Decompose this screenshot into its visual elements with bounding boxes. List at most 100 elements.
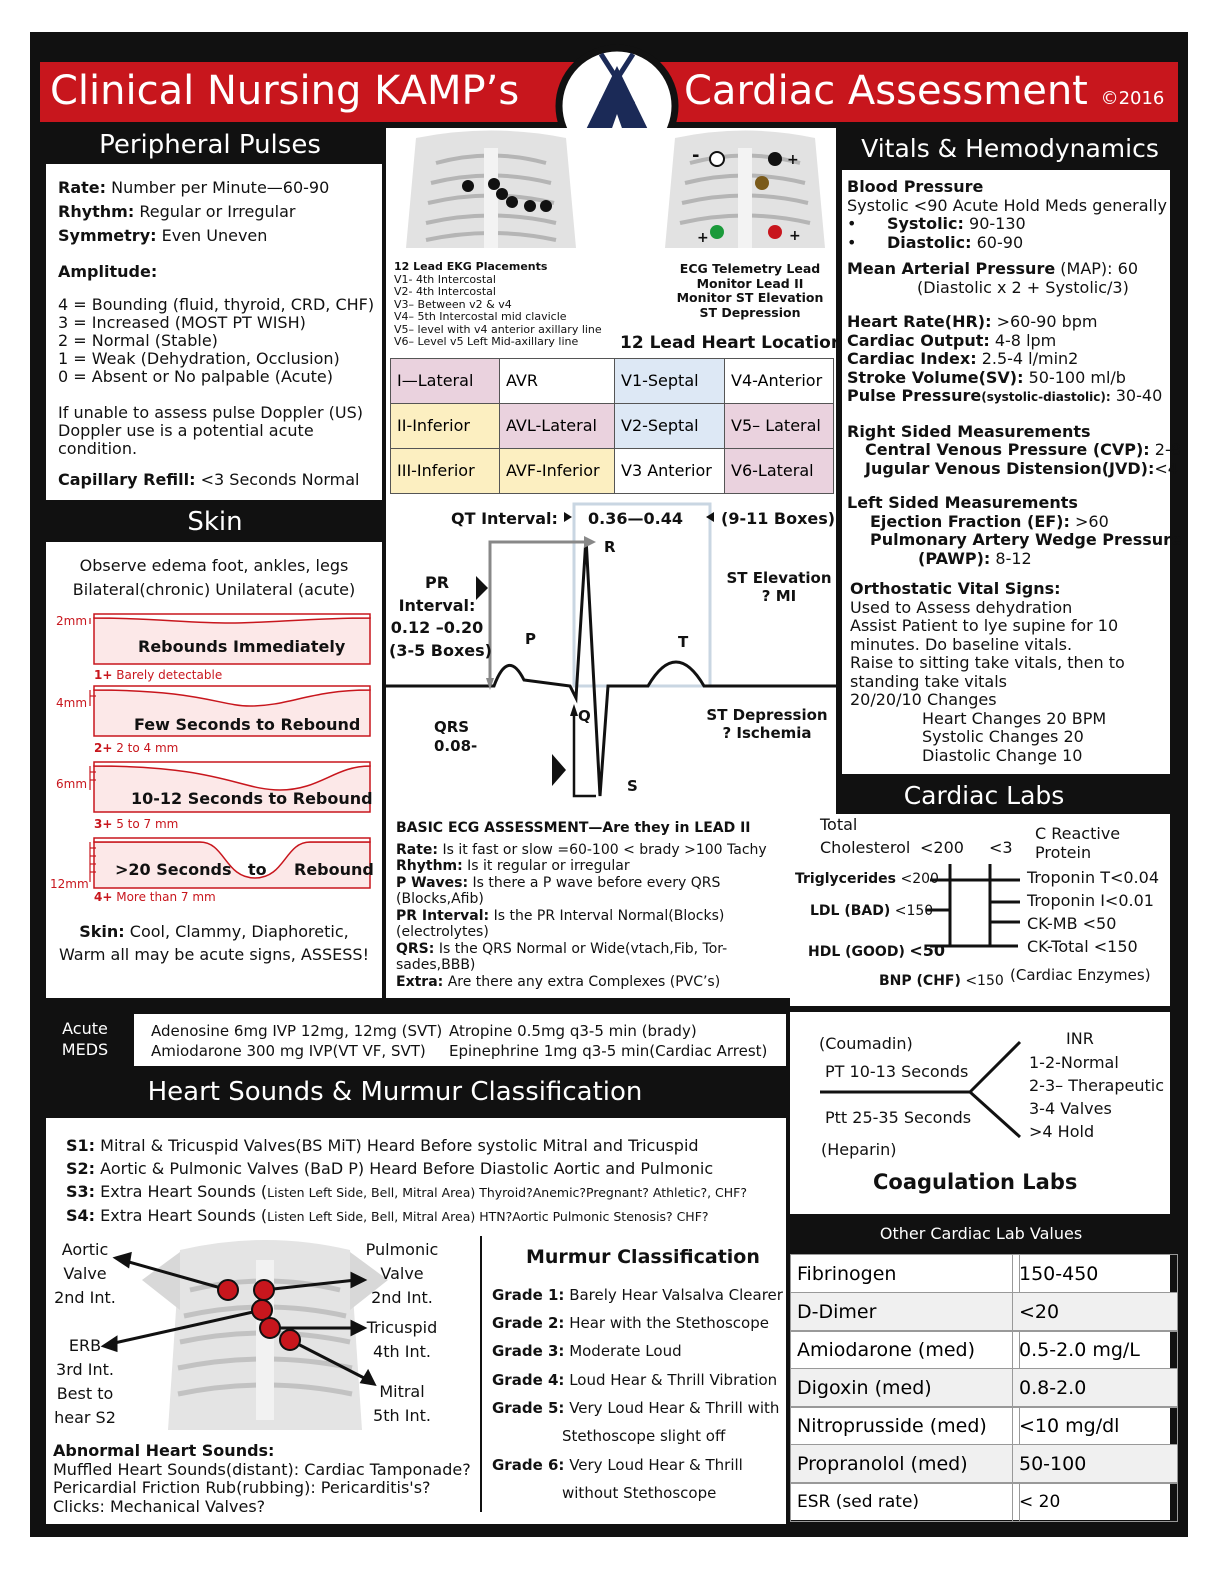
lead-avl: AVL-Lateral bbox=[499, 403, 615, 449]
lead-v3: V3 Anterior bbox=[614, 448, 725, 494]
ortho-2: Assist Patient to lye supine for 10 bbox=[850, 616, 1119, 635]
ortho-5: standing take vitals bbox=[850, 671, 1008, 691]
erb-2: 3rd Int. bbox=[56, 1360, 114, 1379]
pawp-label: Pulmonary Artery Wedge Pressure bbox=[870, 530, 1182, 549]
grade-4-label: Grade 4: bbox=[492, 1371, 565, 1389]
pulses-panel bbox=[46, 164, 382, 500]
st-depression-1: ST Depression bbox=[706, 706, 828, 724]
grade-6-label: Grade 6: bbox=[492, 1456, 565, 1474]
edema-grade-4: 4+ More than 7 mm bbox=[94, 890, 216, 904]
med-adenosine: Adenosine 6mg IVP 12mg, 12mg (SVT) bbox=[151, 1022, 443, 1040]
ddimer-label: D-Dimer bbox=[790, 1292, 1020, 1332]
murmur-divider bbox=[480, 1236, 482, 1512]
edema-mm-2: 2mm bbox=[56, 614, 88, 628]
placements-block: 12 Lead EKG Placements V1- 4th Intercost… bbox=[394, 260, 602, 349]
tricuspid-1: Tricuspid bbox=[366, 1318, 438, 1337]
placement-v2: V2- 4th Intercostal bbox=[394, 285, 496, 298]
edema-mm-12: 12mm bbox=[50, 877, 89, 891]
pp-value: 30-40 bbox=[1115, 386, 1163, 405]
ldl-label: LDL (BAD) bbox=[810, 903, 891, 919]
pr-line-2: Interval: bbox=[398, 595, 476, 615]
nitroprusside-label: Nitroprusside (med) bbox=[790, 1406, 1020, 1446]
edema-grade-4-value: 4+ bbox=[94, 890, 113, 904]
bnp-value: <150 bbox=[965, 973, 1004, 989]
edema-label-2: Few Seconds to Rebound bbox=[134, 715, 361, 734]
labs-heading: Cardiac Labs bbox=[903, 781, 1065, 810]
erb-1: ERB bbox=[68, 1336, 102, 1355]
amplitude-4: 4 = Bounding (fluid, thyroid, CRD, CHF) bbox=[58, 295, 375, 314]
sounds-heading: Heart Sounds & Murmur Classification bbox=[147, 1077, 643, 1107]
ortho-4: Raise to sitting take vitals, then to bbox=[850, 653, 1125, 672]
map-formula: (Diastolic x 2 + Systolic/3) bbox=[917, 277, 1129, 297]
inr-hold: >4 Hold bbox=[1029, 1122, 1095, 1141]
qrs-line-1: QRS bbox=[434, 718, 470, 736]
edema-grade-3-value: 3+ bbox=[94, 817, 113, 831]
digoxin-label: Digoxin (med) bbox=[790, 1368, 1020, 1408]
lead-grid: I—Lateral AVR V1-Septal V4-Anterior II-I… bbox=[390, 358, 834, 494]
mitral-label: Mitral 5th Int. bbox=[362, 1380, 442, 1428]
trop-i: Troponin I<0.01 bbox=[1027, 891, 1154, 910]
total-chol-2: Cholesterol bbox=[820, 838, 911, 857]
st-elevation-1: ST Elevation bbox=[726, 569, 832, 587]
wave-s: S bbox=[627, 777, 638, 795]
tele-plus-2: + bbox=[697, 230, 709, 246]
tele-plus-1: + bbox=[787, 152, 799, 168]
ci-value: 2.5-4 l/min2 bbox=[981, 349, 1079, 368]
amiodarone-label: Amiodarone (med) bbox=[790, 1330, 1020, 1370]
change-systolic: Systolic Changes 20 bbox=[922, 727, 1084, 746]
s4-small: Listen Left Side, Bell, Mitral Area) HTN… bbox=[267, 1209, 709, 1224]
pp-label: Pulse Pressure bbox=[847, 386, 982, 405]
med-amiodarone: Amiodarone 300 mg IVP(VT VF, SVT) bbox=[151, 1042, 426, 1060]
erb-label: ERB 3rd Int. Best to hear S2 bbox=[52, 1334, 118, 1430]
edema-grade-3: 3+ 5 to 7 mm bbox=[94, 817, 178, 831]
edema-label-4a: >20 Seconds bbox=[115, 860, 232, 879]
s4-label: S4: bbox=[66, 1206, 96, 1225]
meds-col-2: Atropine 0.5mg q3-5 min (brady) Epinephr… bbox=[449, 1021, 767, 1061]
tricuspid-2: 4th Int. bbox=[373, 1342, 431, 1361]
edema-grade-2: 2+ 2 to 4 mm bbox=[94, 741, 178, 755]
tele-line-3: Monitor ST Elevation bbox=[676, 290, 824, 305]
ci-label: Cardiac Index: bbox=[847, 349, 977, 368]
pawp-label-2: (PAWP): bbox=[918, 548, 991, 568]
wave-q: Q bbox=[578, 707, 591, 725]
basic-qrs-2: sades,BBB) bbox=[396, 957, 476, 973]
pulmonic-label: Pulmonic Valve 2nd Int. bbox=[362, 1238, 442, 1310]
placements-title: 12 Lead EKG Placements bbox=[394, 260, 548, 273]
basic-pwaves-label: P Waves: bbox=[396, 874, 469, 891]
inr-values: 1-2-Normal 2-3– Therapeutic 3-4 Valves >… bbox=[1029, 1051, 1164, 1143]
st-depression: ST Depression ? Ischemia bbox=[706, 706, 828, 742]
meds-label-1: Acute bbox=[62, 1019, 108, 1038]
s2-label: S2: bbox=[66, 1159, 96, 1178]
sv-label: Stroke Volume(SV): bbox=[847, 367, 1024, 387]
change-heart: Heart Changes 20 BPM bbox=[922, 708, 1107, 728]
skin-signs-text-2: Warm all may be acute signs, ASSESS! bbox=[58, 945, 369, 964]
edema-scale-graphic bbox=[89, 613, 371, 889]
lead-v4: V4-Anterior bbox=[724, 358, 834, 404]
mitral-2: 5th Int. bbox=[373, 1406, 431, 1425]
meds-label: Acute MEDS bbox=[42, 1018, 128, 1060]
basic-extra-label: Extra: bbox=[396, 973, 444, 990]
tele-line-4: ST Depression bbox=[699, 304, 801, 320]
coag-title: Coagulation Labs bbox=[873, 1170, 1078, 1194]
chol-value: <200 bbox=[920, 838, 964, 857]
trop-t: Troponin T<0.04 bbox=[1027, 868, 1159, 887]
basic-rate: Is it fast or slow =60-100 < brady >100 … bbox=[442, 841, 767, 858]
abnormal-3: Clicks: Mechanical Valves? bbox=[53, 1496, 266, 1516]
fishbone-diagram bbox=[926, 864, 1020, 948]
meds-label-2: MEDS bbox=[61, 1040, 109, 1059]
other-heading: Other Cardiac Lab Values bbox=[879, 1224, 1083, 1243]
diastolic-label: Diastolic: bbox=[886, 232, 972, 252]
pulses-content: Rate: Number per Minute—60-90 Rhythm: Re… bbox=[58, 176, 374, 492]
lead-v1: V1-Septal bbox=[614, 358, 725, 404]
jvd-label: Jugular Venous Distension(JVD): bbox=[865, 458, 1155, 478]
crp-value: <3 bbox=[989, 838, 1013, 857]
skin-intro-1: Observe edema foot, ankles, legs bbox=[79, 556, 349, 575]
fibrinogen-label: Fibrinogen bbox=[790, 1254, 1020, 1294]
edema-desc-2: 2 to 4 mm bbox=[116, 741, 179, 755]
ddimer-value: <20 bbox=[1012, 1292, 1178, 1332]
coumadin: (Coumadin) bbox=[819, 1034, 913, 1053]
doppler-1: If unable to assess pulse Doppler (US) bbox=[58, 403, 364, 422]
skin-signs: Skin: Cool, Clammy, Diaphoretic, Warm al… bbox=[46, 920, 382, 966]
pr-line-3: 0.12 –0.20 bbox=[390, 618, 484, 637]
trig-value: <200 bbox=[900, 871, 939, 887]
